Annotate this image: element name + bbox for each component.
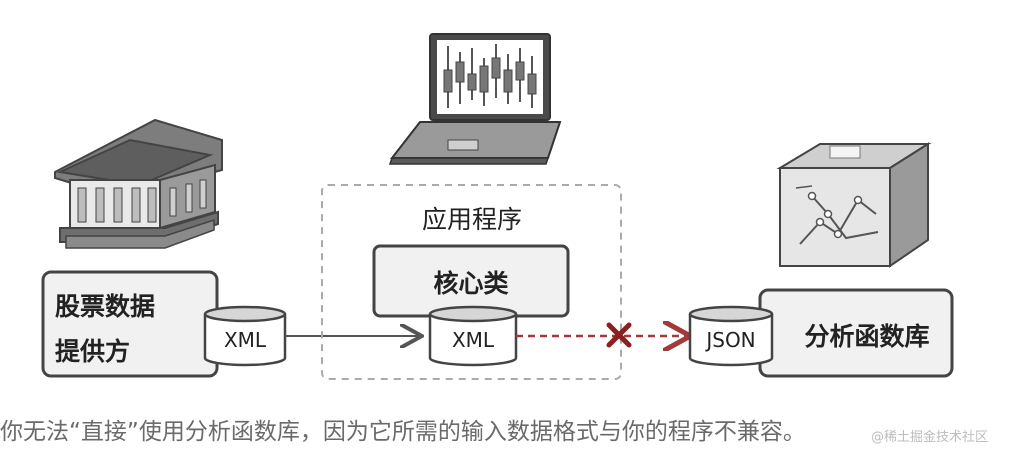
xml-data-cylinder-provider: XML xyxy=(203,305,287,367)
laptop-chart-icon xyxy=(388,33,562,165)
watermark: @稀土掘金技术社区 xyxy=(870,430,988,445)
bank-building-icon xyxy=(54,118,223,249)
core-class-box: 核心类 xyxy=(372,244,570,318)
application-title: 应用程序 xyxy=(422,205,522,234)
application-boundary xyxy=(321,184,622,380)
core-class-label: 核心类 xyxy=(433,269,509,298)
provider-label-line1: 股票数据 xyxy=(55,292,155,321)
xml-label-provider: XML xyxy=(224,328,267,352)
analytics-library-box: 分析函数库 xyxy=(758,288,954,378)
json-label: JSON xyxy=(704,328,755,352)
incompatible-x-icon xyxy=(606,322,632,348)
analytics-library-label: 分析函数库 xyxy=(804,322,929,351)
analytics-box-icon xyxy=(776,142,932,268)
xml-data-cylinder-app: XML xyxy=(428,305,518,367)
json-data-cylinder: JSON xyxy=(688,305,774,367)
caption: 你无法“直接”使用分析函数库，因为它所需的输入数据格式与你的程序不兼容。 xyxy=(0,419,806,445)
stock-data-provider-box: 股票数据 提供方 xyxy=(41,270,219,378)
xml-label-app: XML xyxy=(452,328,495,352)
provider-label-line2: 提供方 xyxy=(55,337,130,366)
